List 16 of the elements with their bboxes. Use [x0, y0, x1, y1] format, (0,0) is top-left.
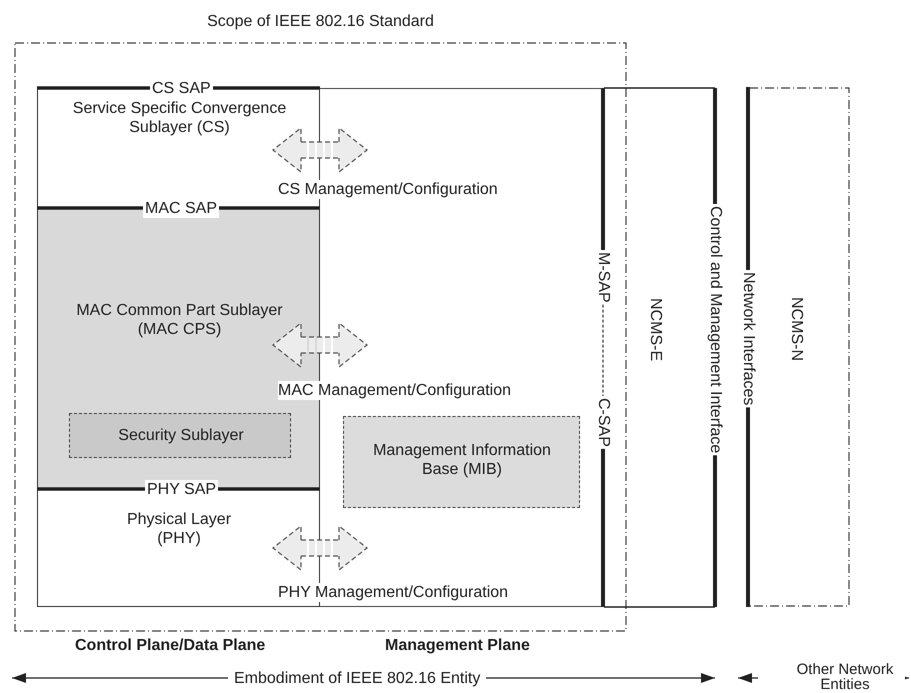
extent-label: Embodiment of IEEE 802.16 Entity: [228, 669, 486, 688]
layer-name: Service Specific Convergence Sublayer (CS): [72, 99, 288, 137]
edge-label: MAC Management/Configuration: [278, 381, 512, 400]
database-name: Management Information Base (MIB): [372, 441, 552, 479]
sublayer-box: [69, 413, 291, 458]
edge-label: CS Management/Configuration: [278, 180, 498, 199]
plane-label: Control Plane/Data Plane: [75, 636, 266, 655]
interface-label: MAC SAP: [143, 199, 220, 218]
layer-name: Security Sublayer: [117, 426, 245, 445]
edge-label: PHY Management/Configuration: [278, 583, 508, 602]
scope-title: Scope of IEEE 802.16 Standard: [206, 12, 435, 31]
layer-name: Physical Layer (PHY): [126, 510, 232, 548]
database-box: [343, 416, 580, 508]
interface-label: Control and Management Interface: [706, 206, 725, 454]
plane-label: Management Plane: [385, 636, 530, 655]
layer-name: MAC Common Part Sublayer (MAC CPS): [75, 301, 284, 339]
